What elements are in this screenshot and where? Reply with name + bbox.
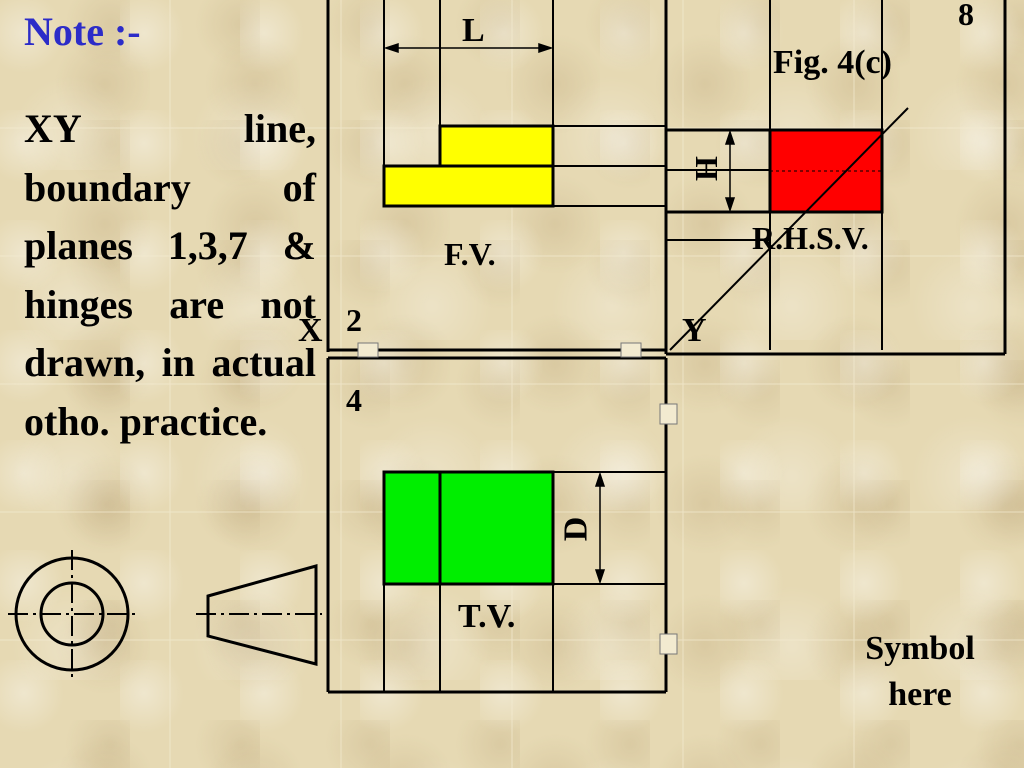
hinge-markers [357, 342, 678, 655]
dim-label-H: H [687, 156, 724, 181]
plane-number-2: 2 [346, 302, 362, 338]
y-label: Y [682, 312, 707, 349]
dimension-H [724, 129, 736, 213]
top-view-object [382, 470, 555, 586]
symbol-caption: Symbol here [865, 630, 975, 713]
rhsv-label: R.H.S.V. [752, 220, 869, 256]
side-view-object [768, 128, 884, 214]
figure-caption: Fig. 4(c) [773, 44, 892, 81]
front-view-object [382, 124, 555, 208]
fv-projector-lines [383, 0, 666, 207]
note-title: Note :- [24, 9, 141, 54]
tv-label: T.V. [458, 598, 516, 635]
x-label: X [298, 312, 323, 349]
side-view-projector-lines [666, 0, 883, 350]
front-view-plane [326, 0, 668, 352]
dim-label-L: L [462, 12, 485, 49]
tv-projector-lines [383, 471, 666, 692]
projection-symbol [8, 550, 322, 680]
plane-number-4: 4 [346, 382, 362, 418]
dimension-D [594, 471, 606, 585]
plane-number-8: 8 [958, 0, 974, 32]
dim-label-D: D [557, 516, 595, 542]
fv-label: F.V. [444, 236, 496, 272]
note-body: XY line, boundary of planes 1,3,7 & hing… [24, 106, 316, 444]
dimension-L [383, 42, 554, 54]
mitre-line [669, 107, 909, 351]
